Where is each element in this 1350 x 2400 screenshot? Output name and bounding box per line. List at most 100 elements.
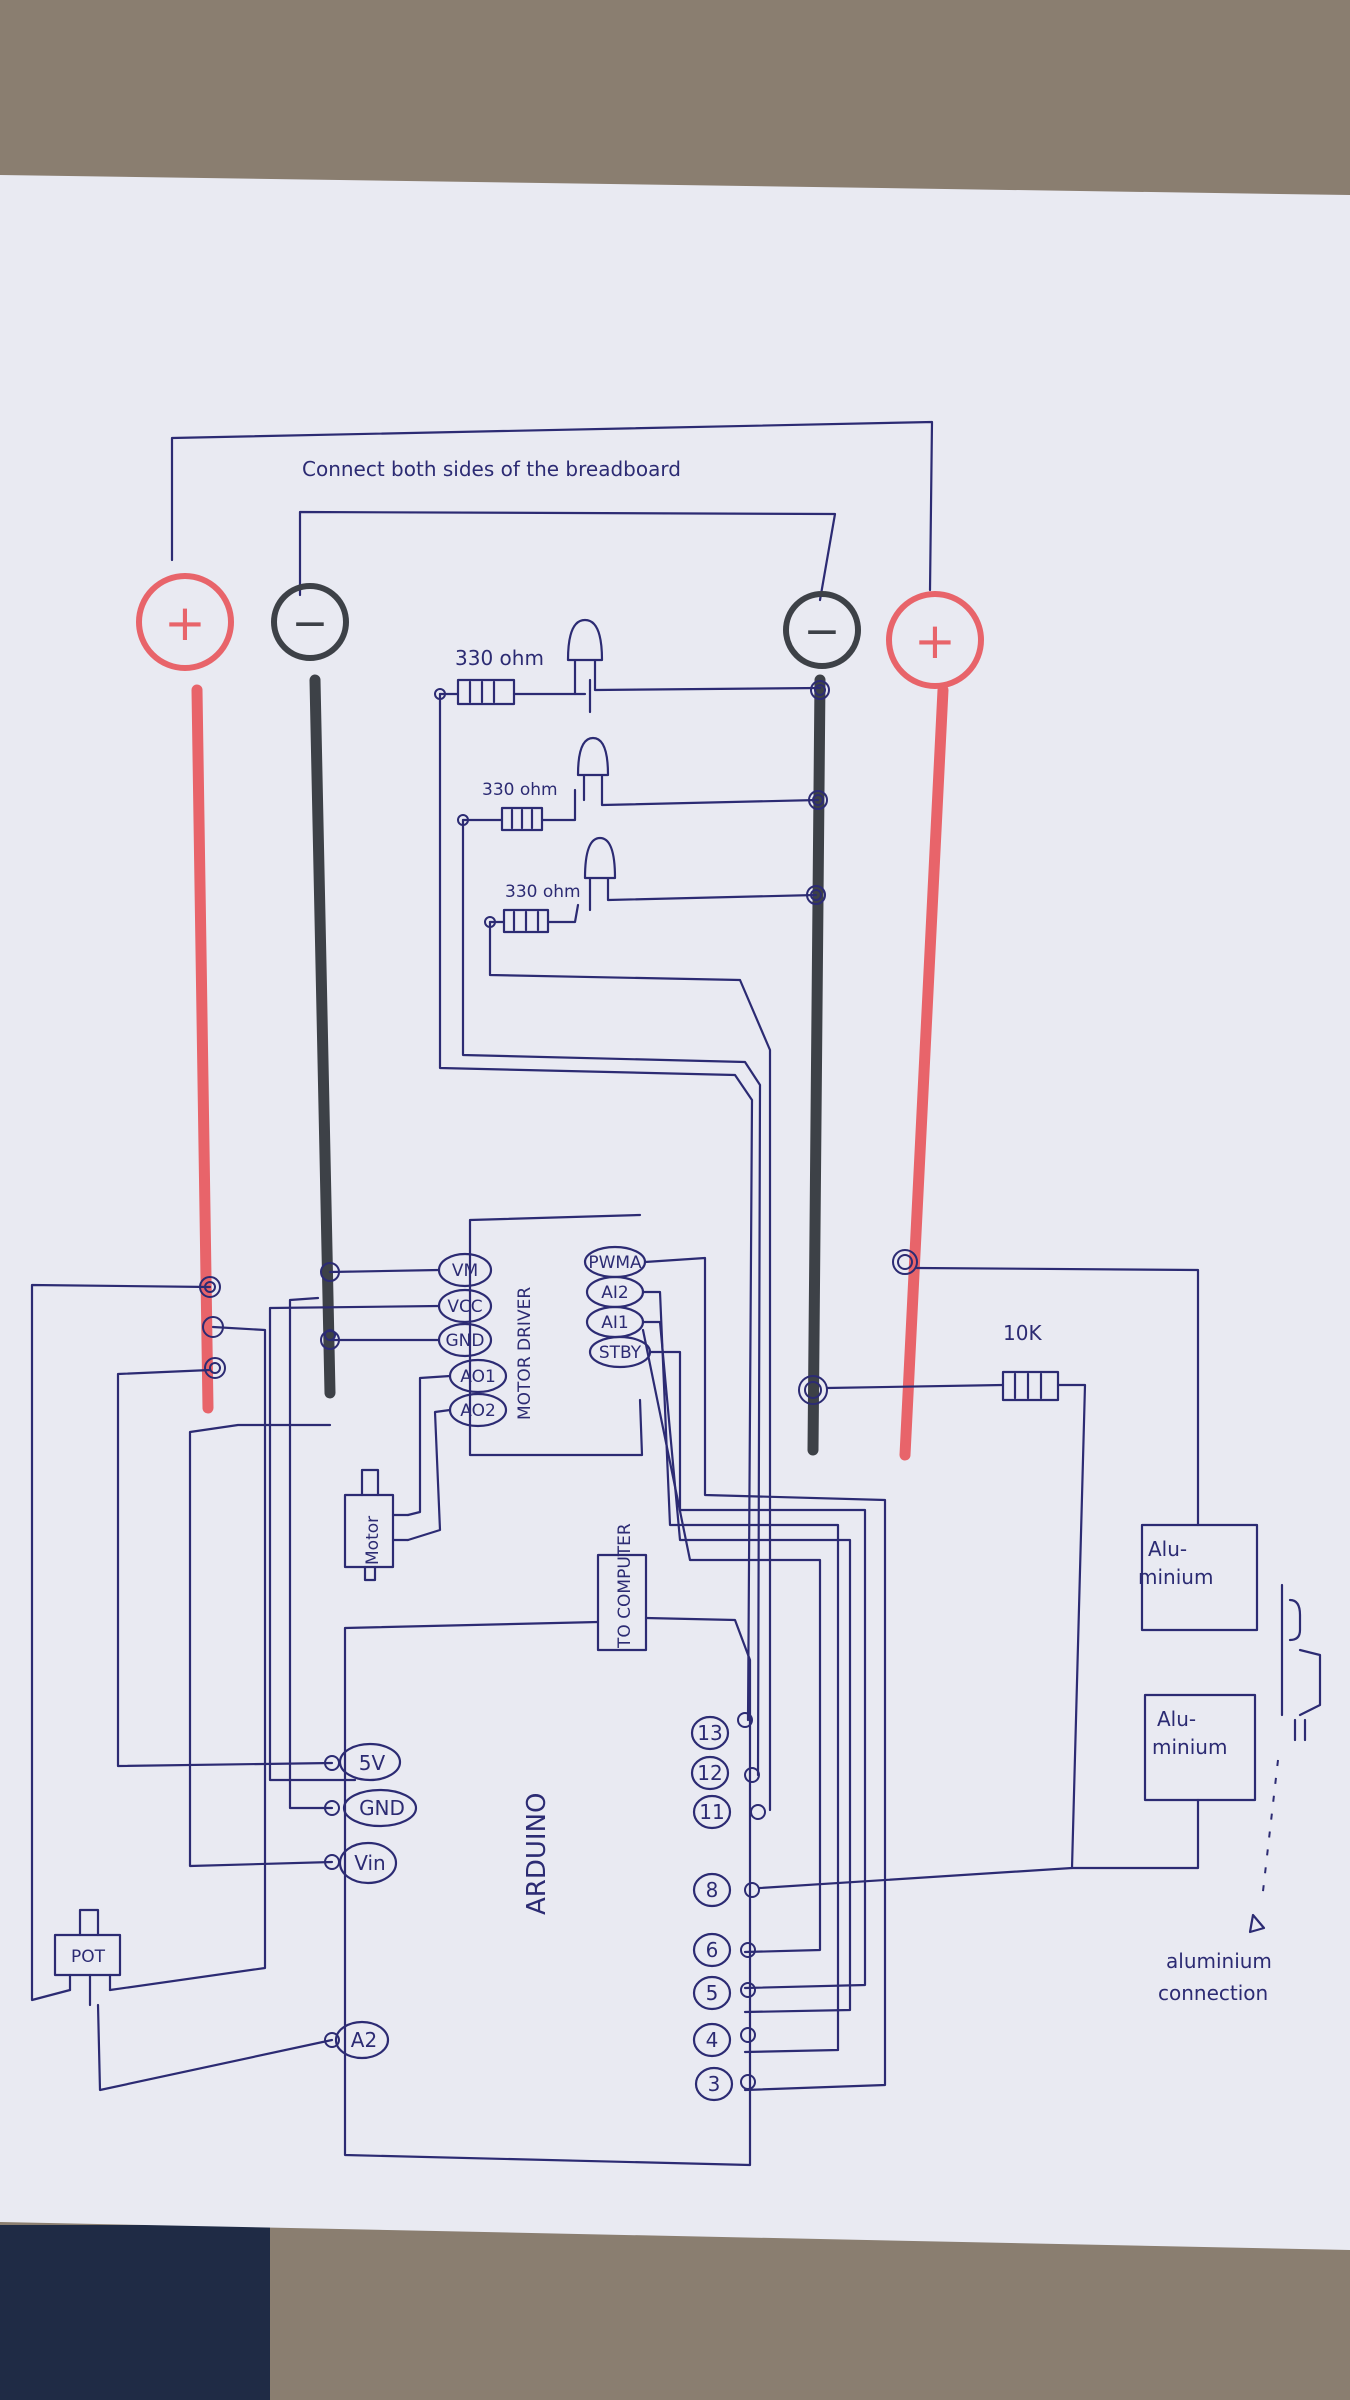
vin-wire	[188, 1423, 334, 1868]
ai1b-wire	[641, 1328, 822, 1954]
svg-text:13: 13	[697, 1721, 722, 1745]
led-wire-to-pin11	[488, 920, 772, 1812]
left-negative-terminal: −	[271, 583, 349, 661]
arduino-pin-4: 4	[692, 2022, 756, 2058]
svg-text:AI2: AI2	[601, 1283, 628, 1303]
led-1-icon	[566, 618, 822, 696]
left-negative-sign: −	[292, 598, 329, 649]
left-positive-terminal: +	[136, 573, 234, 671]
svg-text:Alu-: Alu-	[1148, 1537, 1187, 1561]
aluminium-plate-1: Alu- minium	[1138, 1523, 1259, 1632]
10k-wire-left	[825, 1383, 1005, 1390]
led-2-icon	[576, 736, 820, 807]
right-positive-terminal: +	[886, 591, 984, 689]
top-wire-positive	[170, 420, 934, 592]
svg-text:5V: 5V	[359, 1751, 386, 1775]
rail-node-3-inner	[209, 1362, 221, 1374]
arduino-board	[343, 1616, 752, 2167]
svg-text:VM: VM	[452, 1261, 478, 1281]
pwma-wire	[643, 1256, 887, 2092]
10k-wire-right	[758, 1383, 1087, 1890]
aluminium-2-wire	[1070, 1798, 1200, 1870]
svg-text:AI1: AI1	[601, 1313, 628, 1333]
pot-wire-wiper	[96, 2003, 334, 2092]
led-branch-1: 330 ohm	[434, 618, 830, 714]
left-positive-sign: +	[164, 594, 206, 652]
ai2-wire	[641, 1290, 840, 2054]
svg-text:6: 6	[706, 1938, 719, 1962]
led-wire-to-pin13	[438, 692, 754, 1722]
right-positive-rail	[899, 684, 949, 1461]
rail-node-3	[204, 1357, 226, 1379]
top-note-text: Connect both sides of the breadboard	[302, 457, 681, 481]
to-computer-label: TO COMPUTER	[615, 1523, 635, 1649]
led-branch-3: 330 ohm	[484, 836, 826, 934]
arduino-pin-5: 5	[692, 1975, 756, 2011]
motor-driver-outline	[468, 1213, 644, 1457]
right-negative-node	[798, 1375, 828, 1405]
right-rail-node-inner	[897, 1254, 913, 1270]
svg-text:GND: GND	[446, 1331, 485, 1351]
svg-text:3: 3	[708, 2072, 721, 2096]
dark-mat	[0, 2225, 270, 2400]
motor: Motor	[343, 1468, 410, 1582]
left-negative-rail	[309, 674, 336, 1399]
svg-text:Vin: Vin	[354, 1851, 385, 1875]
gnd-arduino-wire	[288, 1296, 334, 1810]
svg-text:minium: minium	[1152, 1735, 1227, 1759]
5v-wire	[116, 1368, 334, 1768]
hinge-arrow	[1248, 1913, 1266, 1934]
arduino-pin-5v: 5V	[324, 1742, 402, 1782]
stby-wire	[648, 1350, 867, 1990]
svg-text:minium: minium	[1138, 1565, 1213, 1589]
svg-text:PWMA: PWMA	[588, 1253, 642, 1273]
arduino-pin-13: 13	[690, 1712, 753, 1751]
aluminium-connection-label-1: aluminium	[1166, 1949, 1272, 1973]
aluminium-1-wire	[915, 1266, 1200, 1527]
pot-wire-left	[30, 1283, 212, 2002]
motor-body	[343, 1493, 395, 1569]
svg-text:AO2: AO2	[460, 1401, 496, 1421]
svg-text:11: 11	[699, 1800, 724, 1824]
rail-node-vm	[320, 1262, 340, 1282]
vcc-wire	[268, 1304, 441, 1782]
svg-text:A2: A2	[351, 2028, 377, 2052]
aluminium-plate-2: Alu- minium	[1143, 1693, 1257, 1802]
resistor-10k-label: 10K	[1003, 1321, 1042, 1345]
arduino-title: ARDUINO	[522, 1793, 552, 1915]
led-branch-2: 330 ohm	[457, 736, 828, 832]
pot-body	[53, 1933, 122, 1977]
motor-label: Motor	[363, 1516, 383, 1565]
led-wire-to-pin12	[461, 818, 762, 1777]
svg-text:STBY: STBY	[599, 1343, 642, 1363]
ao1-wire	[406, 1374, 452, 1517]
vm-wire	[328, 1268, 441, 1274]
arduino-pin-11: 11	[692, 1794, 766, 1830]
svg-text:GND: GND	[359, 1796, 405, 1820]
ai1-wire	[641, 1320, 852, 2014]
rail-node-gnd-inner	[324, 1329, 336, 1341]
right-negative-sign: −	[804, 606, 841, 657]
resistor-1-label: 330 ohm	[455, 646, 544, 670]
svg-text:4: 4	[706, 2028, 719, 2052]
pot-label: POT	[71, 1947, 106, 1967]
svg-text:5: 5	[706, 1981, 719, 2005]
svg-text:8: 8	[706, 1878, 719, 1902]
right-rail-node	[892, 1249, 918, 1275]
resistor-3-label: 330 ohm	[505, 882, 581, 902]
ao2-wire	[406, 1408, 452, 1542]
motor-driver-title: MOTOR DRIVER	[515, 1287, 535, 1420]
right-positive-sign: +	[914, 612, 956, 670]
right-negative-node-inner	[804, 1381, 822, 1399]
paper-sheet	[0, 175, 1350, 2250]
aluminium-connection-label-2: connection	[1158, 1981, 1268, 2005]
arduino-pin-6: 6	[692, 1932, 756, 1968]
arduino-pin-8: 8	[692, 1872, 760, 1908]
svg-text:VCC: VCC	[447, 1297, 482, 1317]
to-computer-port: TO COMPUTER	[596, 1523, 648, 1652]
pot-wire-right	[108, 1325, 267, 1992]
led-3-icon	[583, 836, 818, 912]
hinge-sketch	[1280, 1583, 1322, 1742]
